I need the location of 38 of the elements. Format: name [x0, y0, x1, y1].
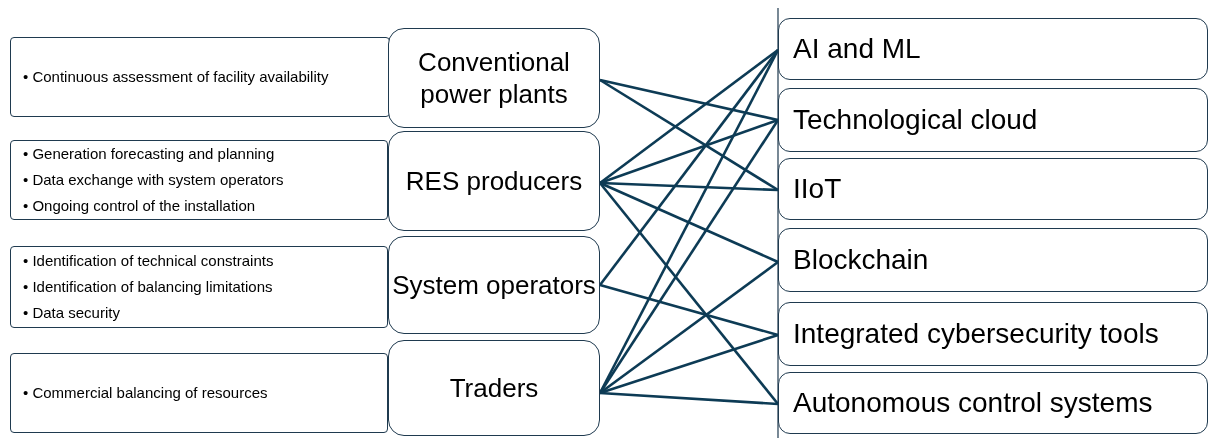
task-list-box	[10, 37, 390, 117]
technology-name: Autonomous control systems	[793, 387, 1154, 419]
task-list-box	[10, 246, 388, 328]
bullet-item: • Generation forecasting and planning	[23, 144, 276, 164]
technology-name: Blockchain	[793, 244, 930, 276]
actor-name: RES producers	[405, 165, 583, 197]
technology-box	[778, 158, 1208, 220]
task-list-box	[10, 353, 388, 433]
bullet-item: • Identification of technical constraints	[23, 251, 275, 271]
bullet-item: • Identification of balancing limitations	[23, 277, 274, 297]
connector-line	[599, 181, 779, 264]
technology-name: AI and ML	[793, 33, 922, 65]
technology-name: Integrated cybersecurity tools	[793, 318, 1160, 350]
technology-box	[778, 228, 1208, 292]
bullet-item: • Data security	[23, 303, 121, 323]
connector-line	[599, 283, 779, 337]
bullet-item: • Commercial balancing of resources	[23, 383, 269, 403]
actor-box	[388, 131, 600, 231]
technology-box	[778, 302, 1208, 366]
technology-box	[778, 372, 1208, 434]
actor-box	[388, 236, 600, 334]
actor-name: Conventional power plants	[417, 46, 571, 110]
technology-name: IIoT	[793, 173, 843, 205]
task-list-box	[10, 140, 388, 220]
actor-box	[388, 28, 600, 128]
connector-line	[599, 391, 779, 406]
actor-box	[388, 340, 600, 436]
connector-line	[599, 182, 779, 405]
bullet-item: • Continuous assessment of facility availability	[23, 67, 330, 87]
connector-line	[599, 78, 779, 192]
technology-box	[778, 88, 1208, 152]
connector-line	[599, 78, 779, 122]
actor-name: System operators	[392, 269, 596, 301]
bullet-item: • Data exchange with system operators	[23, 170, 285, 190]
actor-name: Traders	[449, 372, 539, 404]
technology-box	[778, 18, 1208, 80]
bullet-item: • Ongoing control of the installation	[23, 196, 257, 216]
technology-name: Technological cloud	[793, 104, 1039, 136]
